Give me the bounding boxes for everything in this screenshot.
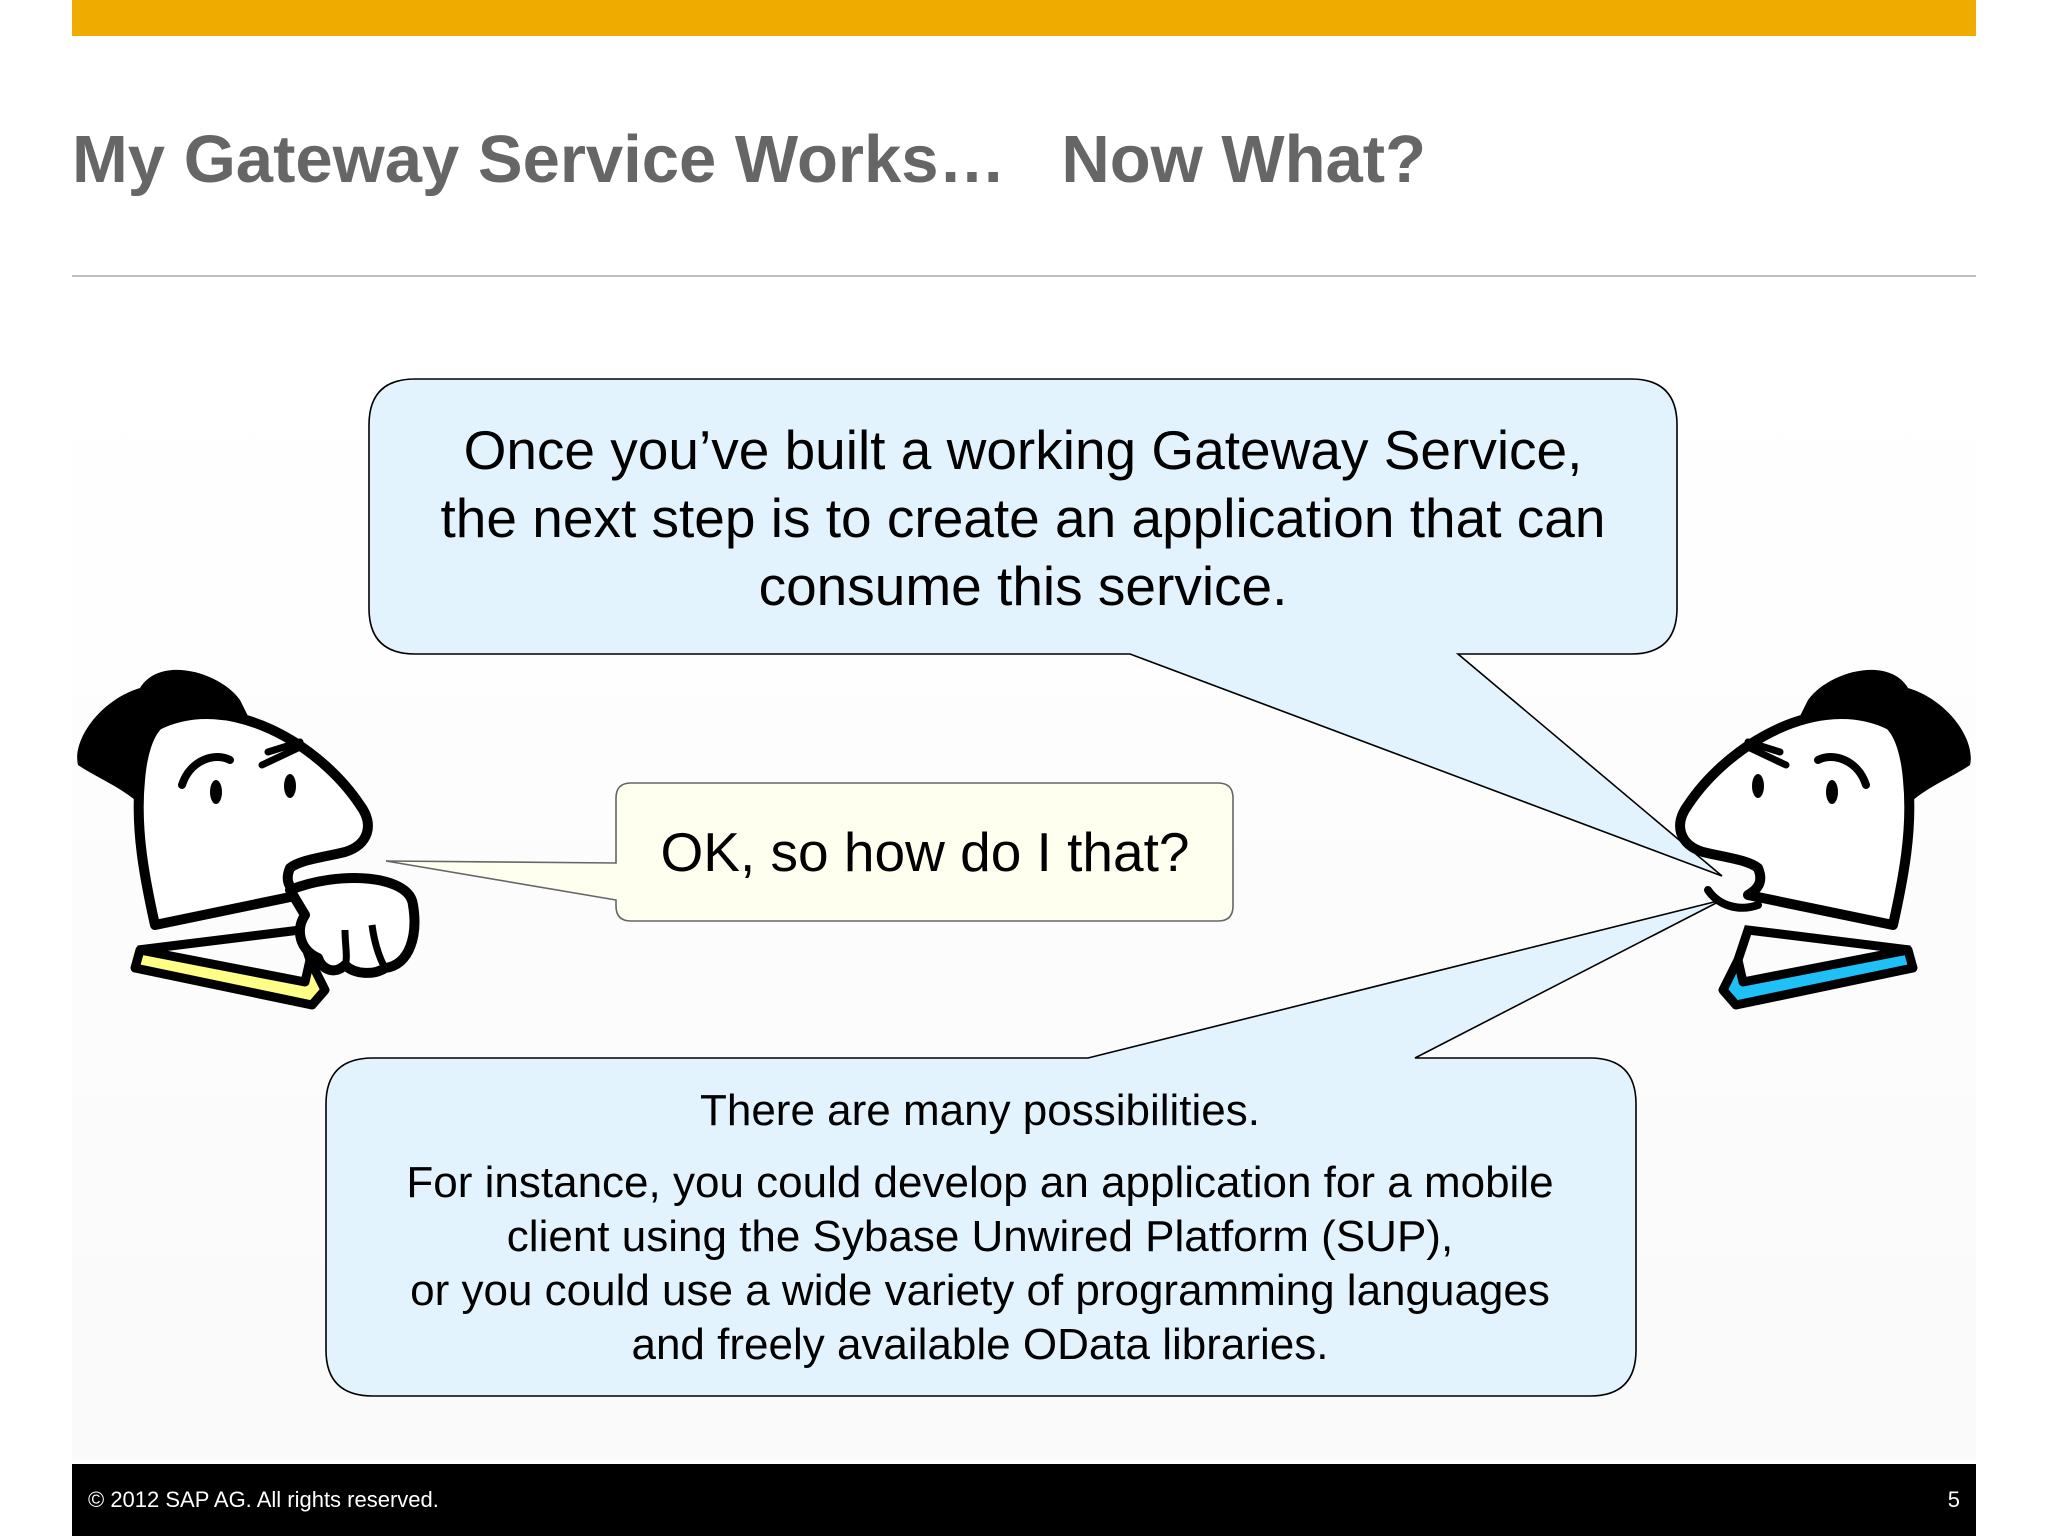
footer-bar: © 2012 SAP AG. All rights reserved. 5 [72,1464,1976,1536]
bubble-bottom-line: For instance, you could develop an appli… [406,1158,1554,1207]
right-character-icon [1675,669,1971,1010]
page-number: 5 [1947,1487,1960,1512]
speech-bubble-middle [385,782,1234,922]
bubble-bottom-line: client using the Sybase Unwired Platform… [506,1212,1454,1261]
copyright-text: © 2012 SAP AG. All rights reserved. [88,1487,439,1512]
speech-bubble-bottom [325,899,1723,1397]
speech-bubble-bottom-text: There are many possibilities. For instan… [340,1084,1620,1372]
left-character-icon [77,669,420,1010]
accent-bar [72,0,1976,36]
bubble-bottom-lead: There are many possibilities. [699,1086,1260,1135]
bubble-bottom-line: or you could use a wide variety of progr… [410,1266,1550,1315]
bubble-top-line: consume this service. [758,555,1288,617]
speech-bubble-middle-text: OK, so how do I that? [660,821,1190,883]
bubble-top-line: Once you’ve built a working Gateway Serv… [463,419,1583,481]
bubble-top-line: the next step is to create an applicatio… [440,487,1606,549]
speech-bubble-top [368,378,1723,877]
slide-title: My Gateway Service Works… Now What? [72,122,1427,197]
title-divider [72,275,1976,277]
bubble-bottom-line: and freely available OData libraries. [631,1320,1329,1369]
speech-bubble-top-text: Once you’ve built a working Gateway Serv… [395,416,1651,620]
